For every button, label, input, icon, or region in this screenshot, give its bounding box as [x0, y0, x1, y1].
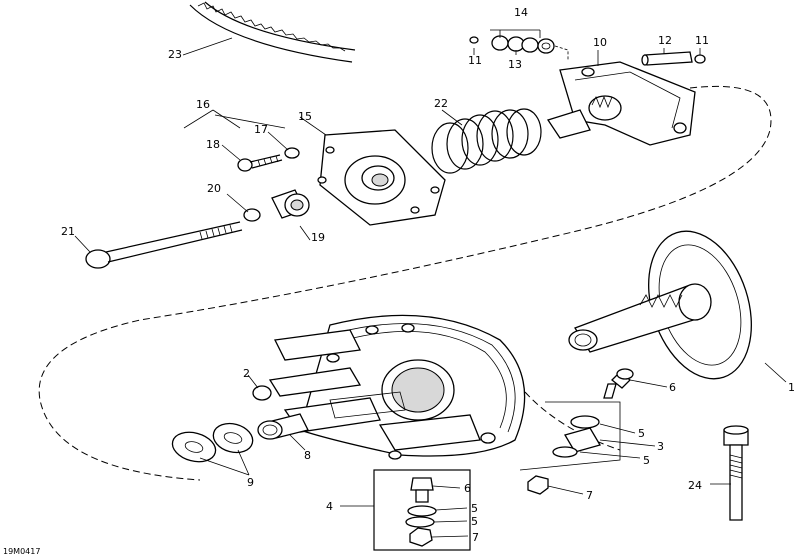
label-6-kit: 6 [464, 482, 471, 495]
label-20: 20 [207, 182, 221, 195]
label-5-kit-b: 5 [471, 515, 478, 528]
bolt-24 [723, 425, 749, 521]
label-5-kit-a: 5 [471, 502, 478, 515]
label-23: 23 [168, 48, 182, 61]
label-7-right: 7 [586, 489, 593, 502]
label-6-upper: 6 [669, 381, 676, 394]
drive-belt [189, 1, 356, 63]
circlip-11 [694, 54, 706, 64]
label-10: 10 [593, 36, 607, 49]
cover-15 [317, 129, 446, 226]
washer-5b [552, 446, 578, 458]
label-22: 22 [434, 97, 448, 110]
label-11-right: 11 [695, 34, 709, 47]
label-1: 1 [788, 381, 795, 394]
sliding-sheave [268, 314, 526, 460]
label-5-upper: 5 [638, 427, 645, 440]
label-21: 21 [61, 225, 75, 238]
label-14: 14 [514, 6, 528, 19]
label-18: 18 [206, 138, 220, 151]
label-9: 9 [247, 476, 254, 489]
reference-labels: 23 16 17 18 15 22 14 13 11 10 12 11 20 1… [3, 6, 795, 556]
belt-path-dashed-lower [524, 391, 621, 451]
spring-22 [431, 108, 542, 174]
circlip-11b [469, 36, 479, 44]
kit-box-4 [373, 469, 471, 551]
label-5-lower: 5 [643, 454, 650, 467]
label-13: 13 [508, 58, 522, 71]
label-12: 12 [658, 34, 672, 47]
dashed-link [554, 45, 569, 60]
washer-5 [570, 415, 600, 429]
label-16: 16 [196, 98, 210, 111]
bushing-8 [257, 413, 309, 440]
label-3: 3 [657, 440, 664, 453]
label-7-kit: 7 [472, 531, 479, 544]
label-11-left: 11 [468, 54, 482, 67]
nut-7 [527, 475, 549, 495]
label-4: 4 [326, 500, 333, 513]
pin-12 [641, 51, 693, 66]
bracket-outline [519, 401, 621, 471]
label-2: 2 [243, 367, 250, 380]
roller-kit-13 [491, 35, 555, 54]
label-17: 17 [254, 123, 268, 136]
label-19: 19 [311, 231, 325, 244]
bolt-21 [85, 221, 243, 269]
washer-17 [284, 147, 300, 159]
label-15: 15 [298, 110, 312, 123]
washer-pair-9 [171, 422, 254, 463]
shoe-3 [564, 427, 601, 453]
screw-6 [603, 368, 634, 399]
diagram-code: 19M0417 [3, 547, 40, 556]
belt-path-dashed [38, 85, 772, 481]
label-24: 24 [688, 479, 702, 492]
cam-10 [546, 61, 696, 146]
label-8: 8 [304, 449, 311, 462]
screw-18 [237, 154, 283, 172]
bushing-19 [271, 189, 310, 219]
bushing-2 [252, 385, 272, 401]
leader-lines [74, 29, 787, 538]
fixed-sheave [568, 230, 752, 380]
